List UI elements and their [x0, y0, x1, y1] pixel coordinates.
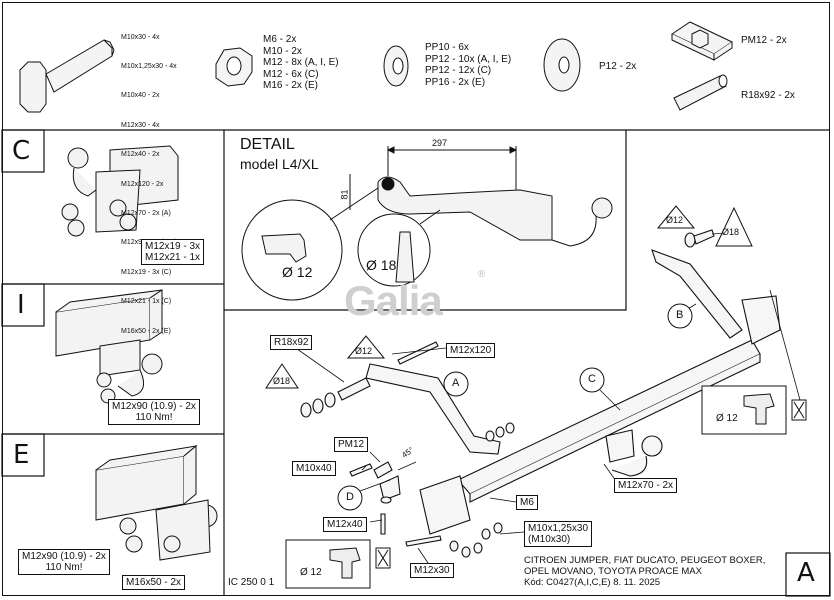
- detail-drill-12: Ø 12: [282, 264, 313, 280]
- panel-i-bolt-box: M12x90 (10.9) - 2x 110 Nm!: [108, 399, 200, 425]
- nut-item: M16 - 2x (E): [263, 80, 319, 91]
- label-pm12: PM12: [334, 437, 369, 452]
- label-m12x40: M12x40: [323, 517, 367, 532]
- bolt-item: M16x50 - 2x (E): [121, 327, 171, 335]
- bolt-list: M10x30 - 4x M10x1,25x30 - 4x M10x40 - 2x…: [121, 13, 177, 346]
- washer-item: PP16 - 2x (E): [425, 76, 486, 88]
- nut-item: M12 - 8x (A, I, E): [263, 57, 339, 68]
- detail-subtitle: model L4/XL: [240, 156, 319, 172]
- panel-e-bolt-box: M12x90 (10.9) - 2x 110 Nm!: [18, 549, 110, 575]
- detail-drill-18: Ø 18: [366, 257, 397, 273]
- panel-e-bolt-box-2: M16x50 - 2x: [122, 575, 186, 590]
- nut-item: M12 - 6x (C): [263, 68, 319, 80]
- panel-e-torque: 110 Nm!: [45, 562, 83, 573]
- label-m10x40: M10x40: [292, 461, 336, 476]
- bolt-item: M12x70 - 2x (A): [121, 209, 171, 217]
- dim-297: 297: [432, 138, 448, 148]
- nut-item: M10 - 2x: [263, 45, 302, 57]
- bolt-item: M12x21 - 1x (C): [121, 298, 172, 306]
- dim-81: 81: [339, 189, 350, 200]
- panel-i-letter: I: [17, 290, 25, 320]
- panel-c-bolt-2: M12x21 - 1x: [145, 252, 201, 263]
- doc-code: IC 250 0 1: [228, 577, 275, 588]
- panel-c-letter: C: [12, 136, 31, 166]
- vehicle-line-1: CITROEN JUMPER, FIAT DUCATO, PEUGEOT BOX…: [524, 555, 766, 566]
- detail-title: DETAIL: [240, 136, 295, 153]
- big-washer-label: P12 - 2x: [599, 61, 637, 72]
- washer-item: PP10 - 6x: [425, 42, 469, 53]
- code-line: Kód: C0427(A,I,C,E) 8. 11. 2025: [524, 577, 661, 588]
- label-r18x92: R18x92: [270, 335, 313, 350]
- bolt-item: M12x120 - 2x: [121, 180, 164, 188]
- vehicle-info: CITROEN JUMPER, FIAT DUCATO, PEUGEOT BOX…: [524, 555, 765, 588]
- washer-list: PP10 - 6x PP12 - 10x (A, I, E) PP12 - 12…: [425, 42, 511, 88]
- bolt-item: M12x19 - 3x (C): [121, 268, 172, 276]
- washer-item: PP12 - 12x (C): [425, 65, 492, 76]
- vehicle-line-2: OPEL MOVANO, TOYOTA PROACE MAX: [524, 566, 702, 577]
- label-b: B: [676, 309, 684, 321]
- nut-list: M6 - 2x M10 - 2x M12 - 8x (A, I, E) M12 …: [263, 34, 339, 92]
- bolt-item: M12x30 - 4x: [121, 121, 160, 129]
- drill-left-label: Ø 12: [300, 567, 322, 578]
- label-m6: M6: [516, 495, 538, 510]
- bolt-item: M10x40 - 2x: [121, 92, 160, 100]
- galia-logo: Galia: [344, 277, 443, 324]
- label-m12x120: M12x120: [446, 343, 496, 358]
- label-m10x125: M10x1,25x30: [528, 523, 589, 534]
- panel-i-torque: 110 Nm!: [135, 412, 173, 423]
- bolt-item: M12x40 - 2x: [121, 151, 160, 159]
- sheet-letter: A: [797, 558, 815, 588]
- label-a: A: [452, 377, 460, 389]
- label-m10x30: (M10x30): [528, 534, 571, 545]
- panel-e-letter: E: [13, 440, 30, 470]
- registered-mark-icon: ®: [478, 269, 486, 280]
- panel-e-bolt: M12x90 (10.9) - 2x: [22, 551, 106, 562]
- panel-i-bolt: M12x90 (10.9) - 2x: [112, 401, 196, 412]
- plate-label: PM12 - 2x: [741, 35, 787, 46]
- label-c: C: [588, 373, 596, 385]
- tri-12-a: Ø12: [355, 346, 373, 356]
- label-m12x70: M12x70 - 2x: [614, 478, 678, 493]
- label-m12x30: M12x30: [410, 563, 454, 578]
- bolt-item: M10x30 - 4x: [121, 33, 160, 41]
- drill-right-label: Ø 12: [716, 413, 738, 424]
- nut-item: M6 - 2x: [263, 34, 297, 45]
- washer-item: PP12 - 10x (A, I, E): [425, 53, 512, 65]
- label-d: D: [346, 491, 354, 503]
- tri-18-a: Ø18: [273, 376, 291, 386]
- tube-label: R18x92 - 2x: [741, 90, 795, 101]
- bolt-item: M10x1,25x30 - 4x: [121, 62, 177, 70]
- tri-12-b: Ø12: [666, 215, 684, 225]
- tri-18-b: Ø18: [722, 227, 740, 237]
- panel-c-bolt-1: M12x19 - 3x: [145, 241, 201, 252]
- label-m10-bolts: M10x1,25x30 (M10x30): [524, 521, 593, 547]
- panel-c-bolt-box: M12x19 - 3x M12x21 - 1x: [141, 239, 205, 265]
